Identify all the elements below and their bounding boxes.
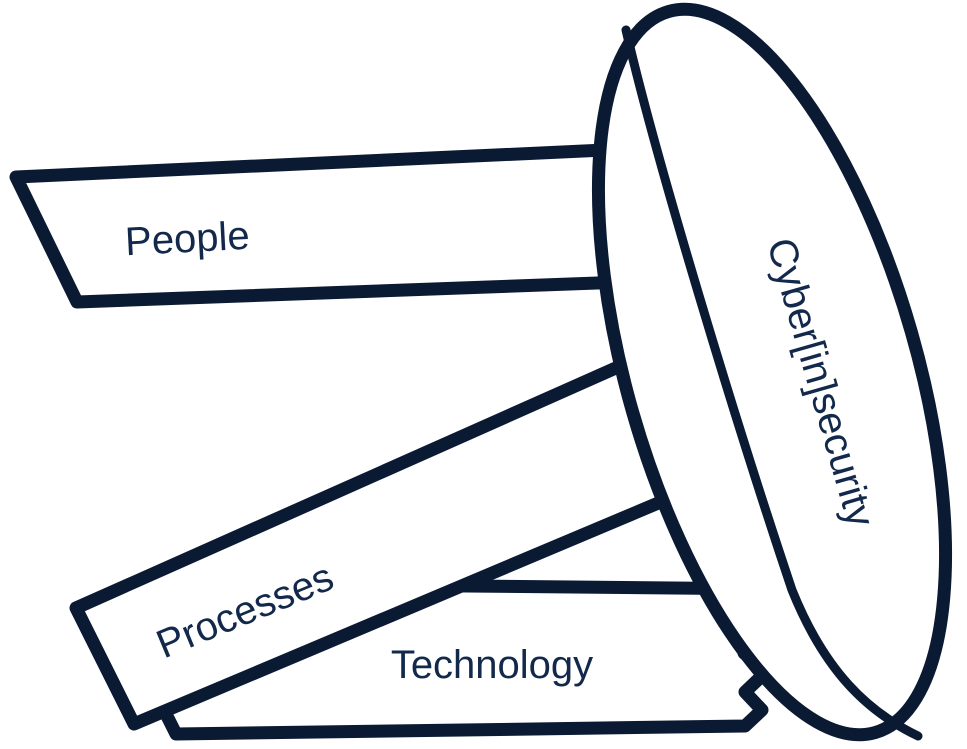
tabletop-rim-line [621, 25, 923, 741]
processes-leg: Processes [69, 340, 727, 731]
technology-label: Technology [391, 643, 593, 687]
people-leg-outline [9, 143, 632, 309]
people-leg: People [9, 143, 632, 309]
tabletop-outer-ellipse [591, 2, 953, 742]
tabletop-disc: Cyber[in]security [591, 2, 953, 742]
people-label: People [124, 214, 251, 264]
